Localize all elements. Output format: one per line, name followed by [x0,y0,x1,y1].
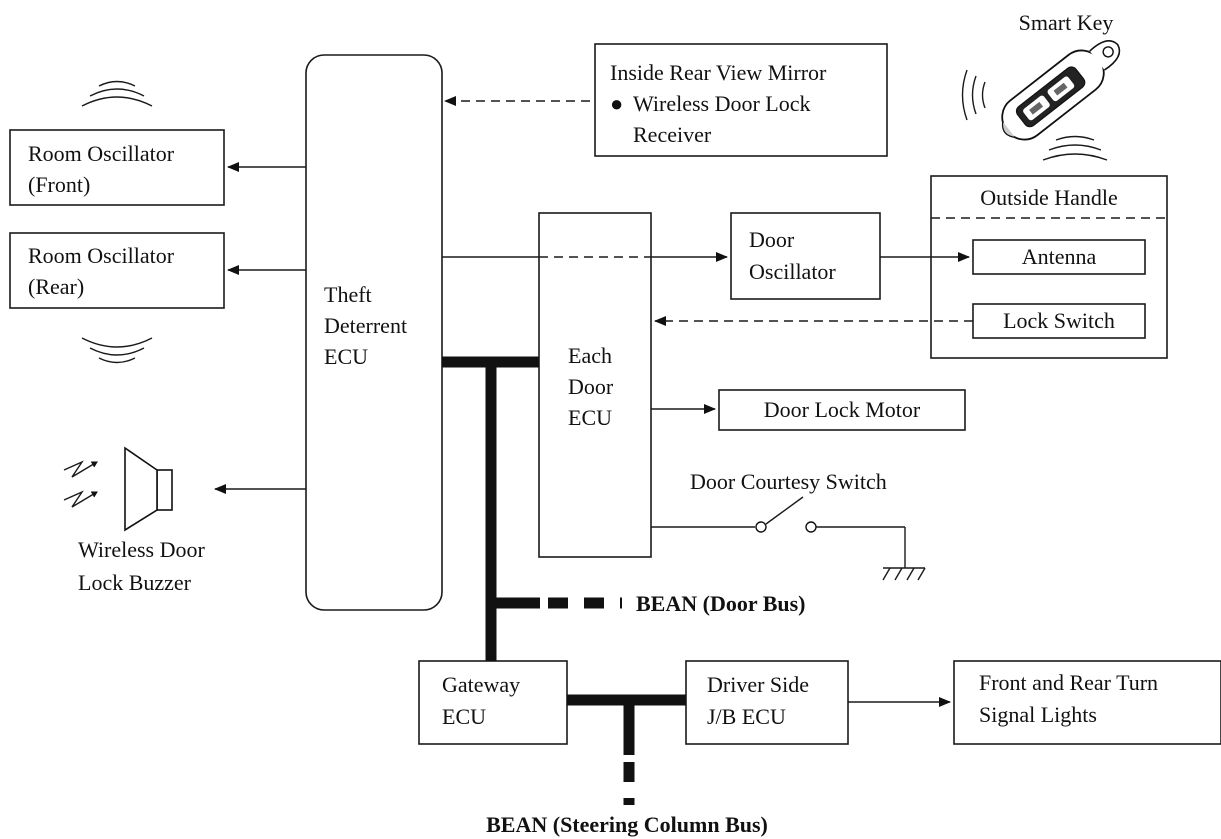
smart-key-icon [1001,40,1121,141]
door-ecu-line1: Each [568,343,612,368]
antenna-box [972,239,1146,275]
outside-handle-title: Outside Handle [980,185,1117,210]
rear-oscillator-wave-icon [81,337,153,364]
turn-lights-box [953,660,1221,745]
smart-key-wave-left-icon [961,69,986,121]
buzzer-line2: Lock Buzzer [78,570,192,595]
mirror-item-line2: Receiver [633,122,712,147]
each-door-ecu-box [538,212,652,558]
room-osc-rear-line2: (Rear) [28,274,84,299]
gateway-ecu-box [418,660,568,745]
mirror-title: Inside Rear View Mirror [610,60,827,85]
door-osc-line2: Oscillator [749,259,836,284]
mirror-box [594,43,888,157]
door-courtesy-switch-symbol [651,496,906,568]
buzzer-line1: Wireless Door [78,537,205,562]
mirror-item-line1: Wireless Door Lock [633,91,811,116]
gateway-line1: Gateway [442,672,520,697]
gateway-line2: ECU [442,704,486,729]
room-osc-front-line2: (Front) [28,172,90,197]
mirror-bullet: ● [610,91,623,116]
room-oscillator-rear-box [9,232,225,309]
ground-icon [882,567,926,581]
smart-key-label: Smart Key [1019,10,1114,35]
door-ecu-line3: ECU [568,405,612,430]
room-osc-rear-line1: Room Oscillator [28,243,175,268]
theft-ecu-line2: Deterrent [324,313,407,338]
bean-door-bus-label: BEAN (Door Bus) [636,591,806,616]
buzzer-sound-zigzag-icon [63,460,98,508]
turn-lights-line1: Front and Rear Turn [979,670,1158,695]
buzzer-speaker-icon [124,446,173,532]
jb-ecu-line1: Driver Side [707,672,809,697]
room-osc-front-line1: Room Oscillator [28,141,175,166]
theft-deterrent-ecu-box [305,54,443,611]
door-ecu-line2: Door [568,374,614,399]
lock-switch-label: Lock Switch [1003,308,1115,333]
door-lock-motor-box [718,389,966,431]
smart-key-wave-bottom-icon [1042,135,1108,161]
theft-ecu-line1: Theft [324,282,372,307]
door-lock-motor-label: Door Lock Motor [764,397,921,422]
courtesy-switch-label: Door Courtesy Switch [690,469,887,494]
door-oscillator-box [730,212,881,300]
front-oscillator-wave-icon [81,80,153,107]
lock-switch-box [972,303,1146,339]
turn-lights-line2: Signal Lights [979,702,1097,727]
door-osc-line1: Door [749,227,795,252]
theft-ecu-line3: ECU [324,344,368,369]
bean-steering-bus-label: BEAN (Steering Column Bus) [486,812,768,837]
room-oscillator-front-box [9,129,225,206]
jb-ecu-line2: J/B ECU [707,704,786,729]
antenna-label: Antenna [1022,244,1097,269]
